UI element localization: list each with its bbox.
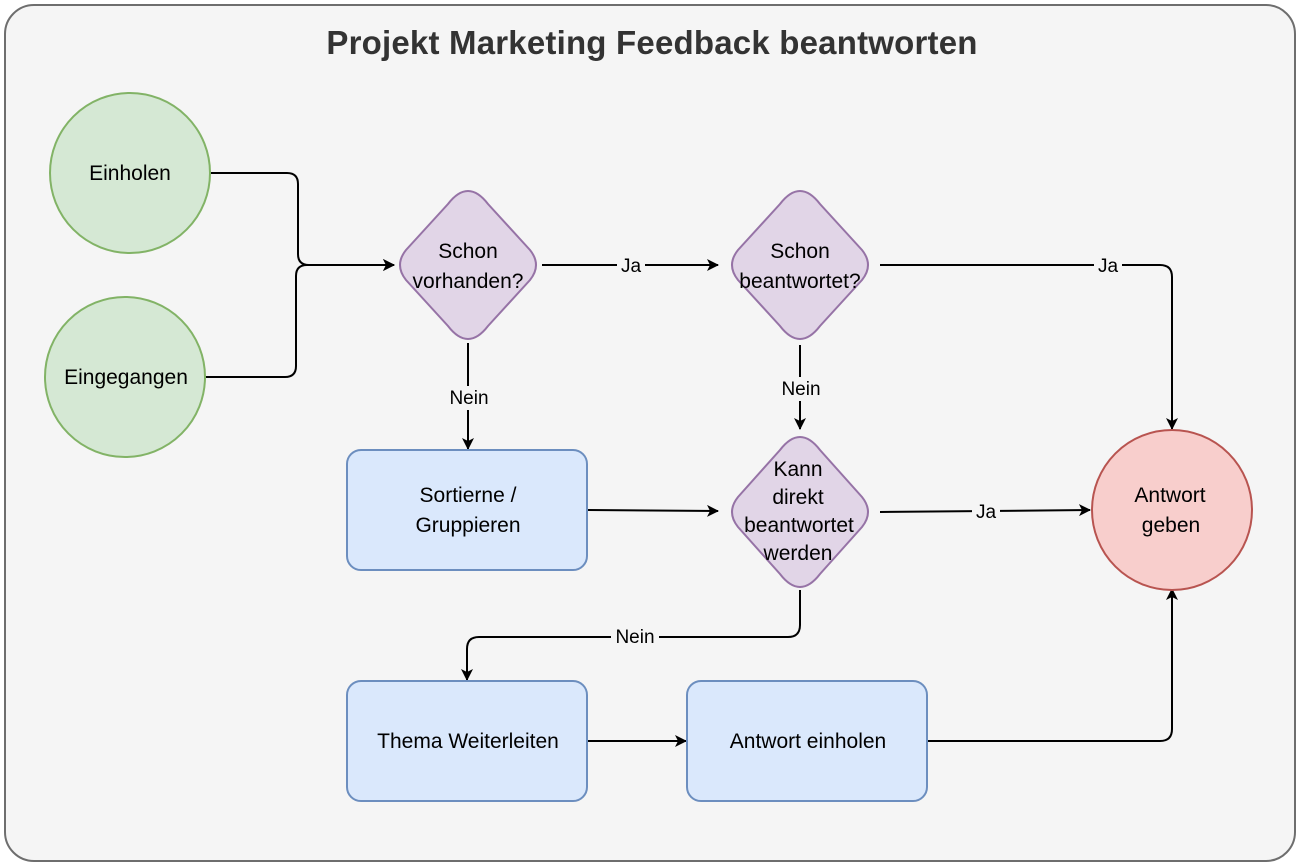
decision-kann-direkt-line-4: werden xyxy=(763,542,833,565)
process-antwort-einholen-label: Antwort einholen xyxy=(730,730,886,753)
edge-einholen-to-vorhanden xyxy=(210,172,395,271)
decision-schon-vorhanden-line-1: Schon xyxy=(438,240,498,263)
process-antwort-einholen: Antwort einholen xyxy=(686,680,928,802)
process-thema-weiterleiten-label: Thema Weiterleiten xyxy=(377,730,559,753)
node-antwort-geben: Antwort geben xyxy=(1091,429,1253,591)
process-sortieren-line-2: Gruppieren xyxy=(415,514,520,537)
process-sortieren-line-1: Sortierne / xyxy=(420,484,517,507)
diagram-container: Projekt Marketing Feedback beantworten xyxy=(4,4,1296,862)
edge-label-beantwortet-ja: Ja xyxy=(1098,256,1119,277)
edge-label-beantwortet-nein: Nein xyxy=(781,379,820,400)
decision-schon-beantwortet-line-1: Schon xyxy=(770,240,830,263)
process-thema-weiterleiten: Thema Weiterleiten xyxy=(346,680,588,802)
edge-label-vorhanden-ja: Ja xyxy=(621,256,642,277)
edge-label-direkt-ja: Ja xyxy=(976,502,997,523)
node-antwort-geben-line-2: geben xyxy=(1142,514,1200,537)
node-eingegangen-label: Eingegangen xyxy=(64,366,188,389)
decision-schon-beantwortet: Schon beantwortet? xyxy=(731,189,869,341)
node-antwort-geben-line-1: Antwort xyxy=(1134,484,1205,507)
node-eingegangen: Eingegangen xyxy=(44,296,206,458)
process-sortieren: Sortierne / Gruppieren xyxy=(346,449,588,571)
diagram-title: Projekt Marketing Feedback beantworten xyxy=(326,24,978,61)
decision-schon-vorhanden: Schon vorhanden? xyxy=(399,189,537,341)
decision-kann-direkt-line-2: direkt xyxy=(772,486,824,509)
decision-schon-vorhanden-line-2: vorhanden? xyxy=(413,270,524,293)
edge-label-vorhanden-nein: Nein xyxy=(449,388,488,409)
decision-kann-direkt: Kann direkt beantwortet werden xyxy=(731,435,869,589)
decision-kann-direkt-line-3: beantwortet xyxy=(744,514,854,537)
edge-beantwortet-to-antwort-geben xyxy=(880,264,1178,430)
node-einholen-label: Einholen xyxy=(89,162,171,185)
node-einholen: Einholen xyxy=(49,92,211,254)
edge-eingegangen-to-vorhanden xyxy=(205,259,395,378)
decision-schon-beantwortet-line-2: beantwortet? xyxy=(739,270,860,293)
edge-label-direkt-nein: Nein xyxy=(615,627,654,648)
decision-kann-direkt-line-1: Kann xyxy=(773,458,822,481)
edge-antwort-einholen-to-antwort-geben xyxy=(928,588,1178,742)
edge-sortieren-to-direkt xyxy=(587,504,719,517)
